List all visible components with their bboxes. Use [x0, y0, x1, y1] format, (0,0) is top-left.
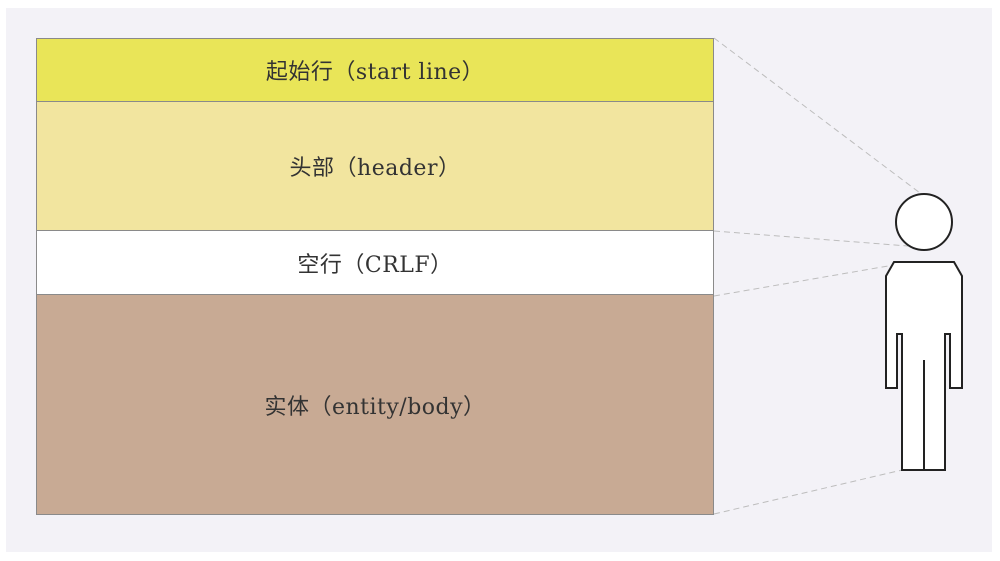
http-message-stack: 起始行（start line） 头部（header） 空行（CRLF） 实体（e…: [36, 38, 714, 515]
connector-crlf-top: [713, 230, 909, 247]
header-block: 头部（header）: [36, 102, 714, 231]
header-label: 头部（header）: [289, 156, 461, 181]
blank-line-label: 空行（CRLF）: [297, 252, 453, 278]
dashed-connectors: [713, 37, 925, 515]
connector-body-bottom: [713, 469, 903, 515]
body-label: 实体（entity/body）: [264, 394, 486, 420]
connector-start-line: [713, 37, 925, 197]
person-icon: [885, 193, 963, 471]
blank-line-block: 空行（CRLF）: [36, 231, 714, 295]
start-line-label: 起始行（start line）: [265, 60, 485, 85]
connector-crlf-bottom: [713, 265, 889, 297]
person-head: [895, 193, 953, 251]
start-line-block: 起始行（start line）: [36, 38, 714, 102]
body-block: 实体（entity/body）: [36, 295, 714, 515]
